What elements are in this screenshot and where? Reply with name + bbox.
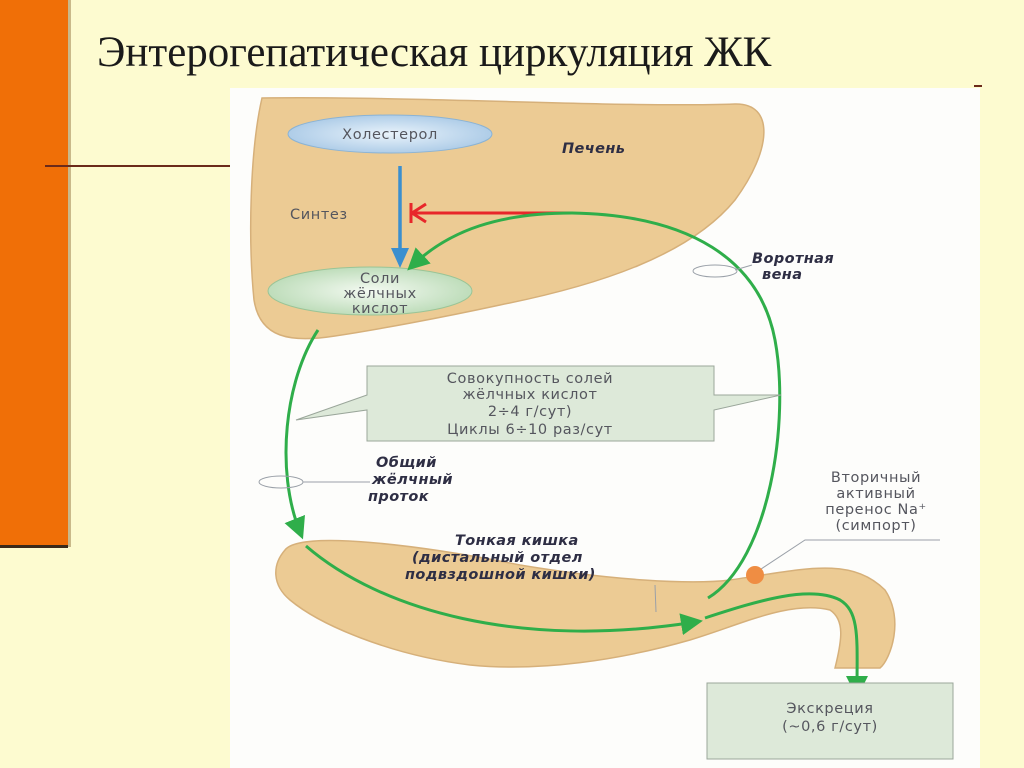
bile-duct-line-1: Общий (376, 455, 437, 471)
accent-bar-base (0, 545, 68, 548)
pool-box-line-1: Совокупность солей (447, 371, 613, 387)
title-underline-end (974, 85, 982, 87)
cholesterol-node (287, 114, 493, 154)
bile-duct-line-3: проток (368, 489, 430, 505)
transport-line-2: активный (836, 486, 915, 502)
bile-duct-line-2: жёлчный (371, 472, 453, 488)
transport-line-1: Вторичный (831, 470, 921, 486)
feedback-arrowhead-top (411, 202, 427, 215)
portal-vein-line-2: вена (762, 267, 802, 283)
intestine-flow-arrow (305, 544, 703, 636)
excretion-box (706, 682, 954, 760)
bile-salts-node (267, 266, 473, 316)
portal-vein-marker (692, 264, 738, 278)
synthesis-label: Синтез (290, 207, 348, 223)
slide-title: Энтерогепатическая циркуляция ЖК (97, 29, 772, 76)
bile-duct-arrow (284, 329, 320, 540)
portal-vein-leader (734, 264, 753, 271)
accent-bar (0, 0, 68, 547)
small-intestine-shape (275, 539, 896, 669)
small-intestine-line-3: подвздошной кишки) (405, 567, 596, 583)
transport-line-4: (симпорт) (835, 518, 916, 534)
excretion-arrow (704, 592, 869, 698)
pool-box-line-2: жёлчных кислот (462, 387, 597, 403)
bile-salts-line-3: кислот (352, 301, 408, 317)
excretion-line-1: Экскреция (786, 701, 873, 717)
excretion-line-2: (~0,6 г/сут) (782, 719, 878, 735)
title-underline (45, 165, 235, 167)
cholesterol-label: Холестерол (342, 127, 438, 143)
accent-bar-shadow (68, 0, 71, 547)
bile-salts-line-1: Соли (360, 271, 400, 287)
liver-label: Печень (562, 141, 625, 157)
portal-vein-line-1: Воротная (752, 251, 834, 267)
small-intestine-line-1: Тонкая кишка (455, 533, 579, 549)
small-intestine-leader (654, 584, 657, 613)
portal-vein-arrow (407, 211, 782, 600)
pool-box-line-4: Циклы 6÷10 раз/сут (447, 422, 613, 438)
small-intestine-line-2: (дистальный отдел (412, 550, 583, 566)
transporter-dot (746, 566, 764, 584)
transport-leader (754, 539, 940, 574)
bile-duct-marker (258, 475, 304, 489)
bile-salts-line-2: жёлчных (343, 286, 417, 302)
pool-box-callout (295, 365, 782, 442)
feedback-arrowhead-bottom (411, 211, 427, 224)
pool-box-line-3: 2÷4 г/сут) (488, 404, 572, 420)
transport-line-3: перенос Na⁺ (825, 502, 926, 518)
